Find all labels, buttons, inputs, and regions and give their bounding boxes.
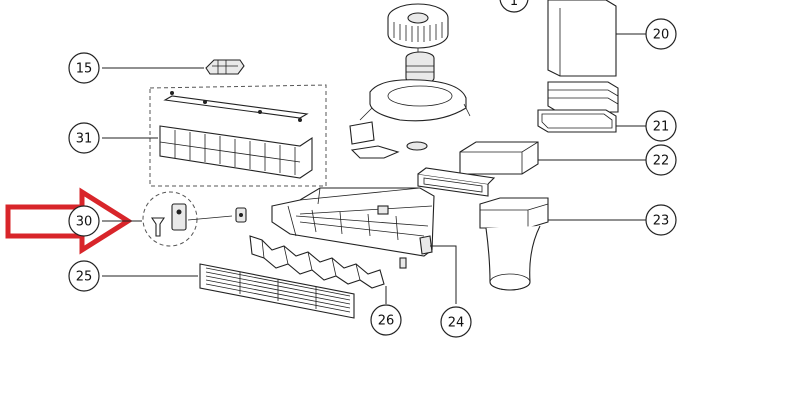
- red-highlight-arrow: [5, 187, 133, 255]
- part-22-box-duct: [459, 141, 646, 175]
- part-20-vertical-duct: [547, 0, 646, 77]
- svg-text:31: 31: [76, 132, 93, 147]
- part-21-duct-connector: [537, 81, 646, 133]
- svg-text:21: 21: [653, 120, 670, 135]
- part-24-base-housing: [271, 187, 457, 304]
- callout-25: 25: [68, 260, 100, 292]
- svg-text:15: 15: [76, 62, 93, 77]
- callout-31: 31: [68, 122, 100, 154]
- callout-30: 30: [68, 205, 100, 237]
- callout-24: 24: [440, 306, 472, 338]
- part-25-front-grille: [102, 263, 355, 319]
- svg-text:20: 20: [653, 28, 670, 43]
- callout-partial-top: 1: [499, 0, 529, 13]
- svg-text:30: 30: [76, 215, 93, 230]
- callout-20: 20: [645, 18, 677, 50]
- svg-text:26: 26: [378, 314, 395, 329]
- part-15-control-module: [205, 59, 245, 75]
- callout-23: 23: [645, 204, 677, 236]
- blower-fan-assembly: [349, 3, 471, 159]
- svg-text:22: 22: [653, 154, 670, 169]
- svg-text:24: 24: [448, 316, 465, 331]
- svg-text:25: 25: [76, 270, 93, 285]
- part-30-fastener-set: [142, 191, 247, 247]
- callout-21: 21: [645, 110, 677, 142]
- part-31-grille-assembly: [149, 84, 327, 187]
- svg-text:23: 23: [653, 214, 670, 229]
- callout-22: 22: [645, 144, 677, 176]
- duct-gasket-frame: [417, 167, 496, 197]
- part-23-transition-duct: [479, 197, 646, 291]
- callout-26: 26: [370, 304, 402, 336]
- svg-text:1: 1: [510, 0, 518, 9]
- callout-15: 15: [68, 52, 100, 84]
- part-26-deflector: [249, 235, 407, 304]
